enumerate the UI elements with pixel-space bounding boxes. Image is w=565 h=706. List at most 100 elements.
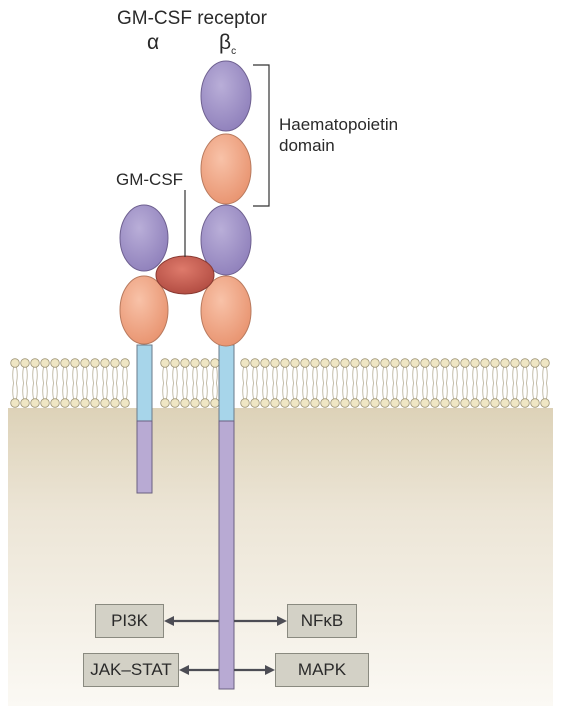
lipid-tail: [352, 366, 358, 384]
lipid-head: [200, 398, 210, 408]
lipid-head: [210, 358, 220, 368]
lipid-head: [480, 358, 490, 368]
lipid-head: [330, 358, 340, 368]
lipid-head: [310, 398, 320, 408]
lipid-tail: [402, 382, 408, 400]
lipid-head: [110, 358, 120, 368]
arrowhead-nfkb: [277, 616, 287, 626]
lipid-tail: [22, 382, 28, 400]
lipid-tail: [302, 366, 308, 384]
lipid-tail: [292, 382, 298, 400]
lipid-tail: [542, 382, 548, 400]
arrowhead-jak-stat: [179, 665, 189, 675]
lipid-tail: [62, 366, 68, 384]
lipid-tail: [522, 382, 528, 400]
lipid-head: [90, 398, 100, 408]
lipid-head: [240, 398, 250, 408]
lipid-tail: [342, 382, 348, 400]
lipid-tail: [332, 382, 338, 400]
lipid-tail: [352, 382, 358, 400]
lipid-head: [120, 358, 130, 368]
membrane-outer-leaflet: [10, 358, 550, 368]
lipid-tail: [172, 382, 178, 400]
alpha-fibronectin-domain: [119, 275, 169, 345]
lipid-head: [420, 358, 430, 368]
lipid-tail: [212, 382, 218, 400]
lipid-tail: [62, 382, 68, 400]
gm-csf-ligand: [155, 255, 215, 295]
lipid-tail: [382, 382, 388, 400]
lipid-head: [120, 398, 130, 408]
lipid-tail: [432, 382, 438, 400]
lipid-tail: [202, 366, 208, 384]
lipid-head: [360, 398, 370, 408]
lipid-tail: [452, 382, 458, 400]
lipid-tail: [12, 366, 18, 384]
lipid-head: [210, 398, 220, 408]
lipid-tail: [162, 382, 168, 400]
lipid-head: [190, 358, 200, 368]
lipid-head: [410, 358, 420, 368]
lipid-head: [280, 398, 290, 408]
lipid-head: [490, 398, 500, 408]
lipid-head: [400, 398, 410, 408]
lipid-head: [290, 358, 300, 368]
beta-symbol: β: [219, 31, 232, 54]
lipid-head: [20, 358, 30, 368]
lipid-tail: [42, 382, 48, 400]
lipid-head: [50, 358, 60, 368]
lipid-head: [300, 398, 310, 408]
lipid-tail: [12, 382, 18, 400]
lipid-head: [540, 358, 550, 368]
lipid-head: [460, 358, 470, 368]
lipid-head: [10, 358, 20, 368]
beta-domain-3: [200, 204, 252, 276]
lipid-tail: [462, 366, 468, 384]
lipid-head: [30, 398, 40, 408]
lipid-head: [440, 398, 450, 408]
alpha-transmembrane-segment: [136, 344, 153, 424]
lipid-head: [340, 358, 350, 368]
lipid-tail: [272, 366, 278, 384]
lipid-head: [160, 358, 170, 368]
pathway-box-jak-stat: JAK–STAT: [83, 653, 179, 687]
lipid-tail: [502, 382, 508, 400]
lipid-tail: [462, 382, 468, 400]
lipid-tail: [482, 366, 488, 384]
lipid-head: [350, 398, 360, 408]
haematopoietin-bracket: [253, 64, 270, 207]
lipid-tail: [342, 366, 348, 384]
lipid-head: [10, 398, 20, 408]
lipid-tail: [312, 382, 318, 400]
lipid-head: [360, 358, 370, 368]
alpha-cytoplasmic-tail: [136, 420, 153, 494]
lipid-head: [400, 358, 410, 368]
lipid-tail: [412, 366, 418, 384]
lipid-head: [520, 358, 530, 368]
lipid-tail: [262, 382, 268, 400]
beta-transmembrane-segment: [218, 344, 235, 424]
lipid-head: [180, 398, 190, 408]
lipid-tail: [82, 366, 88, 384]
lipid-head: [460, 398, 470, 408]
lipid-head: [450, 358, 460, 368]
lipid-tail: [182, 366, 188, 384]
lipid-head: [320, 358, 330, 368]
lipid-tail: [372, 366, 378, 384]
lipid-head: [180, 358, 190, 368]
lipid-tail: [442, 366, 448, 384]
lipid-head: [410, 398, 420, 408]
lipid-tail: [122, 382, 128, 400]
lipid-tail: [212, 366, 218, 384]
lipid-head: [490, 358, 500, 368]
lipid-head: [80, 358, 90, 368]
lipid-head: [470, 398, 480, 408]
lipid-tail: [72, 366, 78, 384]
lipid-head: [270, 398, 280, 408]
lipid-head: [50, 398, 60, 408]
lipid-tail: [92, 382, 98, 400]
lipid-tail: [472, 366, 478, 384]
lipid-head: [100, 398, 110, 408]
lipid-tail: [112, 382, 118, 400]
